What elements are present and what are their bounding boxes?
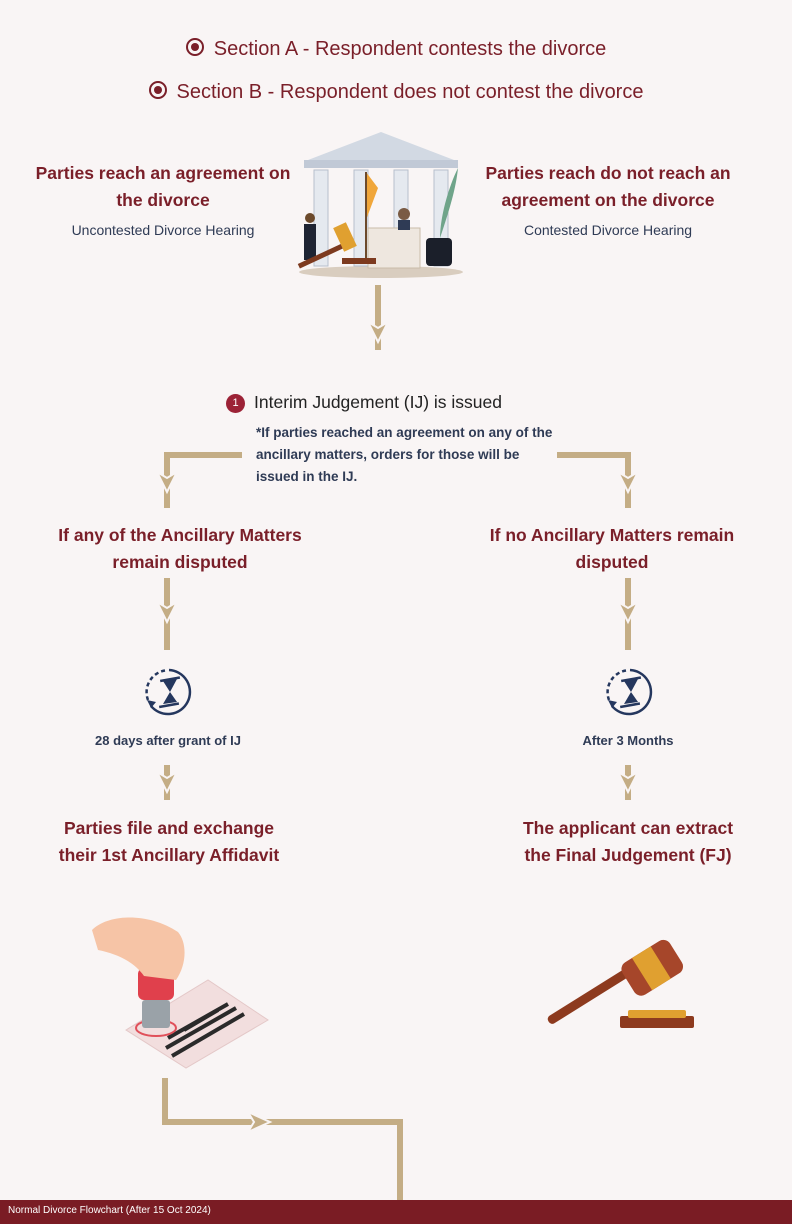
uncontested-subtitle: Uncontested Divorce Hearing <box>71 222 255 238</box>
arrow-down <box>365 319 391 345</box>
radio-bullet-icon <box>185 38 204 56</box>
uncontested-title: Parties reach an agreement on the divorc… <box>35 163 291 210</box>
right-branch-title: If no Ancillary Matters remain disputed <box>489 525 735 572</box>
hourglass-timer-icon <box>606 668 653 716</box>
uncontested-group: Parties reach an agreement on the divorc… <box>28 160 298 240</box>
step-badge: 1 <box>226 394 245 413</box>
contested-title: Parties reach do not reach an agreement … <box>485 163 731 210</box>
interim-judgement-note: *If parties reached an agreement on any … <box>256 425 553 484</box>
contested-subtitle: Contested Divorce Hearing <box>523 222 693 238</box>
right-result: The applicant can extract the Final Judg… <box>522 818 734 865</box>
hourglass-timer-icon <box>145 668 192 716</box>
contested-group: Parties reach do not reach an agreement … <box>462 160 754 240</box>
arrow-down <box>154 769 180 795</box>
left-wait-period: 28 days after grant of IJ <box>95 733 241 748</box>
legend-section-b: Section B - Respondent does not contest … <box>0 81 792 104</box>
arrow-down <box>615 469 641 495</box>
left-result: Parties file and exchange their 1st Anci… <box>58 818 280 865</box>
arrow-down <box>154 599 180 625</box>
stamp-affidavit-illustration <box>92 917 269 1069</box>
arrow-right <box>245 1109 273 1135</box>
courthouse-illustration <box>297 132 463 278</box>
arrow-down <box>154 469 180 495</box>
radio-bullet-icon <box>148 81 167 99</box>
arrow-down <box>615 769 641 795</box>
left-branch-title: If any of the Ancillary Matters remain d… <box>58 525 302 572</box>
gavel-illustration <box>547 939 694 1028</box>
right-wait-period: After 3 Months <box>582 733 674 748</box>
footer-bar: Normal Divorce Flowchart (After 15 Oct 2… <box>0 1200 792 1224</box>
legend-section-a: Section A - Respondent contests the divo… <box>0 38 792 61</box>
footer-label: Normal Divorce Flowchart (After 15 Oct 2… <box>8 1205 211 1216</box>
arrow-down <box>615 599 641 625</box>
